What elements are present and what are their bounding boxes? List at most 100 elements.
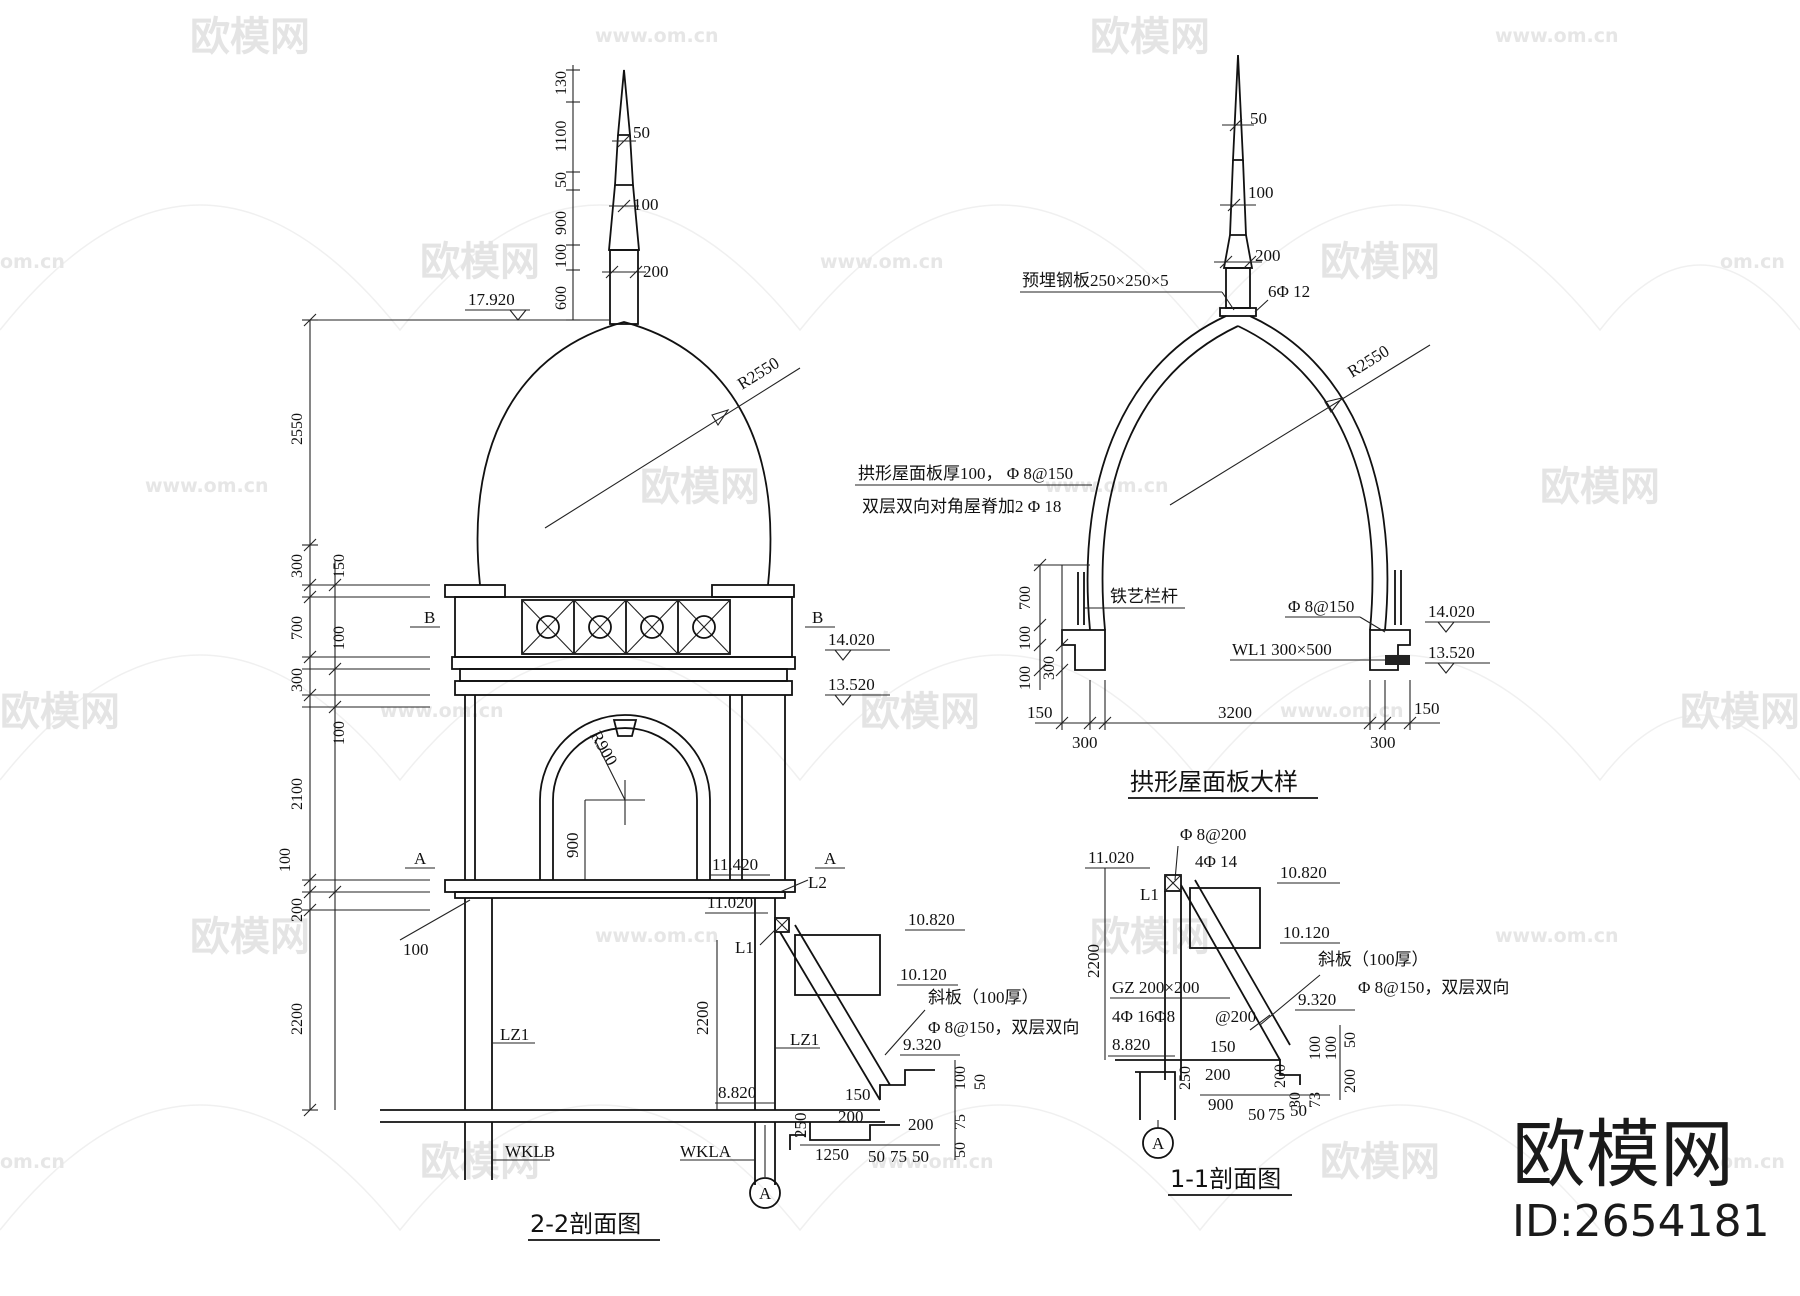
watermark-url: om.cn bbox=[0, 1151, 65, 1173]
logo-brand: 欧模网 bbox=[1512, 1112, 1734, 1198]
watermark-url: om.cn bbox=[1720, 251, 1785, 273]
spire-width-label: 100 bbox=[1248, 183, 1274, 202]
slab-label: 斜板（100厚） bbox=[928, 988, 1039, 1007]
dim-label: 200 bbox=[1342, 1069, 1359, 1093]
dim-label: 75 bbox=[890, 1147, 907, 1166]
left-dim: 100 bbox=[331, 626, 348, 650]
section-1-1: 11.020 Φ 8@200 4Φ 14 L1 10.820 10.120 22… bbox=[1084, 825, 1509, 1196]
left-dim: 100 bbox=[331, 721, 348, 745]
watermark-layer: 欧模网 欧模网 欧模网 欧模网 欧模网 欧模网 欧模网 欧模网 欧模网 欧模网 … bbox=[0, 14, 1800, 1232]
dim-label: 50 bbox=[952, 1142, 969, 1158]
detail-dim: 150 bbox=[1414, 699, 1440, 718]
beam-left bbox=[1061, 629, 1106, 671]
watermark-url: www.om.cn bbox=[380, 700, 504, 722]
left-dim: 700 bbox=[289, 616, 306, 640]
section-2-2: 50 100 200 130 1100 50 900 100 600 17.92… bbox=[277, 65, 1079, 1241]
left-dim: 100 bbox=[277, 848, 294, 872]
slab-label: 斜板（100厚） bbox=[1318, 950, 1429, 969]
beam-label: WKLB bbox=[505, 1142, 555, 1161]
column-label: LZ1 bbox=[790, 1030, 819, 1049]
spire-dim: 1100 bbox=[553, 121, 570, 152]
spire-tip bbox=[617, 69, 631, 136]
watermark-url: www.om.cn bbox=[145, 475, 269, 497]
elevation-label: 10.120 bbox=[1283, 923, 1330, 942]
arch-slab-left-outer bbox=[1086, 315, 1227, 631]
balustrade-ornament bbox=[521, 599, 731, 655]
detail-dim: 300 bbox=[1370, 733, 1396, 752]
section-marker: B bbox=[424, 608, 435, 627]
watermark-url: www.om.cn bbox=[1280, 700, 1404, 722]
elevation-label: 9.320 bbox=[1298, 990, 1336, 1009]
elevation-label: 8.820 bbox=[1112, 1035, 1150, 1054]
dim-label: 150 bbox=[1210, 1037, 1236, 1056]
dim-label: 75 bbox=[952, 1114, 969, 1130]
dim-label: 200 bbox=[1272, 1064, 1289, 1088]
watermark-brand: 欧模网 bbox=[1090, 14, 1210, 60]
detail-dim: 300 bbox=[1072, 733, 1098, 752]
beam-label: L1 bbox=[1140, 885, 1159, 904]
stair-slab bbox=[779, 931, 881, 1101]
left-dim: 200 bbox=[289, 898, 306, 922]
watermark-url: www.om.cn bbox=[1045, 475, 1169, 497]
beam-label: L2 bbox=[808, 873, 827, 892]
rebar-label: 6Φ 12 bbox=[1268, 282, 1310, 301]
spire-width-label: 50 bbox=[1250, 109, 1267, 128]
spire-dim: 100 bbox=[553, 244, 570, 268]
dim-label: 100 bbox=[403, 940, 429, 959]
detail-dim: 300 bbox=[1041, 656, 1058, 680]
left-dim: 300 bbox=[289, 554, 306, 578]
spire-dim: 900 bbox=[553, 211, 570, 235]
column-label: GZ 200×200 bbox=[1112, 978, 1200, 997]
logo-id: ID:2654181 bbox=[1512, 1196, 1770, 1247]
left-dim: 2100 bbox=[289, 778, 306, 810]
watermark-url: www.om.cn bbox=[595, 925, 719, 947]
beam-right bbox=[1369, 629, 1411, 671]
left-dim: 300 bbox=[289, 668, 306, 692]
section-marker: A bbox=[824, 849, 837, 868]
rebar-label: 4Φ 14 bbox=[1195, 852, 1238, 871]
watermark-url: www.om.cn bbox=[870, 1151, 994, 1173]
rebar-label: Φ 8@200 bbox=[1180, 825, 1246, 844]
detail-dim: 700 bbox=[1017, 586, 1034, 610]
left-dim: 150 bbox=[331, 554, 348, 578]
watermark-url: www.om.cn bbox=[1495, 925, 1619, 947]
spire-width-label: 50 bbox=[633, 123, 650, 142]
slab-note: 拱形屋面板厚100， Φ 8@150 bbox=[858, 464, 1073, 483]
watermark-brand: 欧模网 bbox=[1680, 689, 1800, 735]
arch-slab-right-inner bbox=[1237, 325, 1374, 631]
watermark-brand: 欧模网 bbox=[190, 914, 310, 960]
elevation-label: 10.820 bbox=[908, 910, 955, 929]
arch-inner bbox=[552, 727, 698, 880]
spire-dim: 130 bbox=[553, 71, 570, 95]
detail-dim: 100 bbox=[1017, 626, 1034, 650]
dim-label: 2200 bbox=[693, 1001, 712, 1035]
dome-radius-label: R2550 bbox=[734, 353, 783, 393]
beam-label: WKLA bbox=[680, 1142, 732, 1161]
beam-section bbox=[1164, 874, 1182, 892]
watermark-brand: 欧模网 bbox=[1090, 914, 1210, 960]
detail-dim: 100 bbox=[1017, 666, 1034, 690]
rebar-label: Φ 8@150 bbox=[1288, 597, 1354, 616]
dim-label: 50 bbox=[912, 1147, 929, 1166]
dim-label: 900 bbox=[563, 833, 582, 859]
dim-label: 50 bbox=[1248, 1105, 1265, 1124]
column-label: @200 bbox=[1215, 1007, 1256, 1026]
spire-width-label: 200 bbox=[1255, 246, 1281, 265]
watermark-brand: 欧模网 bbox=[860, 689, 980, 735]
watermark-brand: 欧模网 bbox=[1320, 239, 1440, 285]
slab-note: 双层双向对角屋脊加2 Φ 18 bbox=[862, 497, 1061, 516]
elevation-label: 13.520 bbox=[828, 675, 875, 694]
watermark-url: www.om.cn bbox=[595, 25, 719, 47]
spire-dim: 50 bbox=[553, 172, 570, 188]
watermark-brand: 欧模网 bbox=[420, 1139, 540, 1185]
beam-label: WL1 300×500 bbox=[1232, 640, 1332, 659]
watermark-url: www.om.cn bbox=[1495, 25, 1619, 47]
elevation-label: 11.420 bbox=[712, 855, 758, 874]
arch-radius-label: R2550 bbox=[1344, 341, 1393, 381]
dim-label: 50 bbox=[1342, 1032, 1359, 1048]
dim-label: 150 bbox=[845, 1085, 871, 1104]
dim-label: 1250 bbox=[815, 1145, 849, 1164]
spire-width-label: 100 bbox=[633, 195, 659, 214]
watermark-brand: 欧模网 bbox=[190, 14, 310, 60]
